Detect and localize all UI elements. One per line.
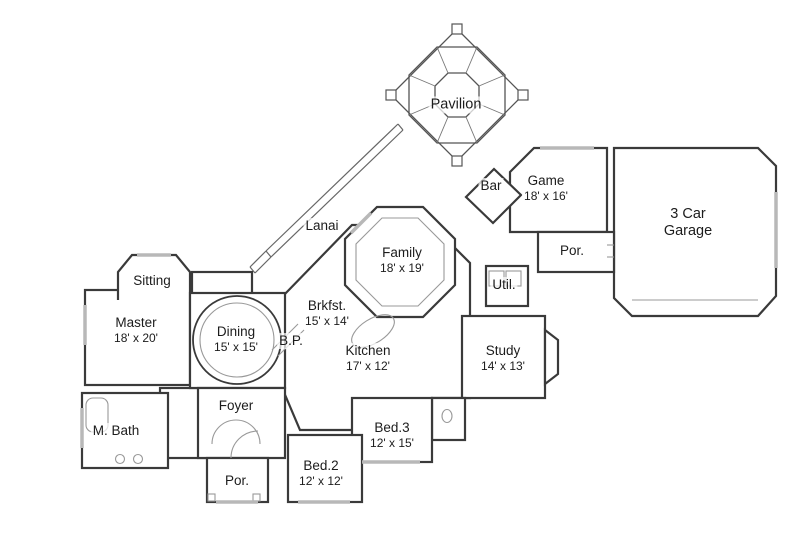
room-name: Foyer (216, 398, 256, 414)
pavilion-structure (385, 23, 529, 167)
room-dims: 18' x 19' (378, 260, 426, 276)
room-label-bed2: Bed.2 12' x 12' (297, 457, 345, 489)
hall-bath-outline (430, 396, 467, 442)
pavilion-post (517, 89, 529, 101)
room-name: Pavilion (428, 96, 484, 114)
lanai-rail-cap (249, 266, 256, 274)
room-label-foyer: Foyer (216, 398, 256, 414)
room-dims: 15' x 14' (303, 313, 351, 329)
room-name: Lanai (303, 218, 341, 234)
room-name: Master (112, 314, 160, 331)
room-label-sitting: Sitting (131, 273, 173, 289)
room-label-master: Master 18' x 20' (112, 314, 160, 346)
room-name: Kitchen (343, 342, 393, 359)
room-label-dining: Dining 15' x 15' (212, 323, 260, 355)
pavilion-hip (465, 116, 478, 144)
room-label-front-porch: Por. (222, 473, 252, 489)
dining-inner-ring (199, 302, 275, 378)
room-label-bar: Bar (478, 178, 504, 194)
porch-post (252, 493, 261, 502)
room-name: B.P. (277, 333, 305, 349)
pavilion-post (451, 155, 463, 167)
room-name: 3 Car Garage (661, 205, 715, 241)
lanai-rail-inner (270, 129, 404, 258)
room-name: Bed.3 (368, 419, 416, 436)
room-label-butler-pantry: B.P. (277, 333, 305, 349)
study-bay-window (543, 327, 560, 387)
room-dims: 12' x 12' (297, 473, 345, 489)
room-name: M. Bath (90, 423, 142, 439)
room-label-lanai: Lanai (303, 218, 341, 234)
lanai-rail-turn (254, 256, 272, 274)
room-label-kitchen: Kitchen 17' x 12' (343, 342, 393, 374)
room-label-game: Game 18' x 16' (522, 172, 570, 204)
room-label-pavilion: Pavilion (428, 96, 484, 114)
room-label-family: Family 18' x 19' (378, 244, 426, 276)
toilet (441, 408, 453, 424)
pavilion-hip (436, 116, 449, 144)
room-name: Brkfst. (303, 297, 351, 314)
house-walls (80, 146, 778, 504)
room-label-master-bath: M. Bath (90, 423, 142, 439)
room-name: Bar (478, 178, 504, 194)
pavilion-post (451, 23, 463, 35)
room-name: Study (479, 342, 527, 359)
lanai-rail-cap (265, 250, 272, 258)
room-name: Sitting (131, 273, 173, 289)
lanai-railing (249, 123, 404, 274)
room-name: Bed.2 (297, 457, 345, 474)
room-name: Family (378, 244, 426, 261)
lanai-rail-turn (249, 250, 267, 268)
lanai-rail-outer (265, 123, 399, 252)
lanai-rail-cap (397, 123, 404, 131)
room-name: Dining (212, 323, 260, 340)
pavilion-hip (465, 46, 478, 74)
room-dims: 12' x 15' (368, 435, 416, 451)
room-name: Por. (557, 243, 587, 259)
room-dims: 14' x 13' (479, 358, 527, 374)
pavilion-hip (408, 74, 436, 87)
room-label-rear-porch: Por. (557, 243, 587, 259)
windows (80, 146, 778, 504)
front-door-swing (230, 430, 259, 459)
foyer-niche-arc (211, 419, 261, 445)
pavilion-hip (436, 46, 449, 74)
room-label-study: Study 14' x 13' (479, 342, 527, 374)
room-label-bed3: Bed.3 12' x 15' (368, 419, 416, 451)
room-label-breakfast: Brkfst. 15' x 14' (303, 297, 351, 329)
pavilion-diamond (390, 28, 524, 162)
room-name: Por. (222, 473, 252, 489)
room-dims: 15' x 15' (212, 339, 260, 355)
window (349, 211, 373, 235)
room-dims: 17' x 12' (343, 358, 393, 374)
vanity-sink (114, 453, 126, 465)
room-dims: 18' x 20' (112, 330, 160, 346)
room-label-utility: Util. (490, 277, 518, 293)
family-ceiling-ring (355, 217, 445, 307)
room-name: Util. (490, 277, 518, 293)
pavilion-hip (478, 74, 506, 87)
vanity-sink (132, 453, 144, 465)
room-label-garage: 3 Car Garage (661, 205, 715, 241)
room-name: Game (522, 172, 570, 189)
room-dims: 18' x 16' (522, 188, 570, 204)
porch-post (207, 493, 216, 502)
pavilion-post (385, 89, 397, 101)
